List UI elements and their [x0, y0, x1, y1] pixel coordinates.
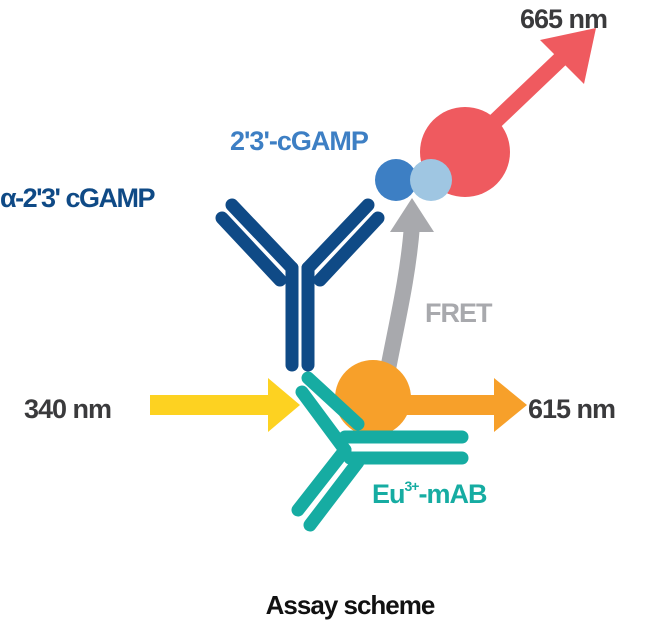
cgamp-molecule-light	[410, 159, 452, 201]
europium-antibody	[291, 371, 469, 532]
donor-label: Eu3+-mAB	[372, 478, 487, 509]
analyte-label: 2'3'-cGAMP	[230, 126, 369, 156]
europium-donor-circle	[335, 360, 411, 436]
emission-615-label: 615 nm	[528, 394, 615, 424]
anti-cgamp-antibody	[215, 198, 385, 372]
antibody-label: α-2'3' cGAMP	[0, 183, 155, 213]
emission-665-label: 665 nm	[520, 4, 607, 34]
excitation-label: 340 nm	[24, 394, 111, 424]
fret-label: FRET	[425, 298, 493, 328]
cgamp-molecule-dark	[375, 159, 417, 201]
excitation-arrow	[150, 378, 300, 432]
fret-arrow	[377, 198, 434, 393]
caption: Assay scheme	[266, 590, 435, 620]
